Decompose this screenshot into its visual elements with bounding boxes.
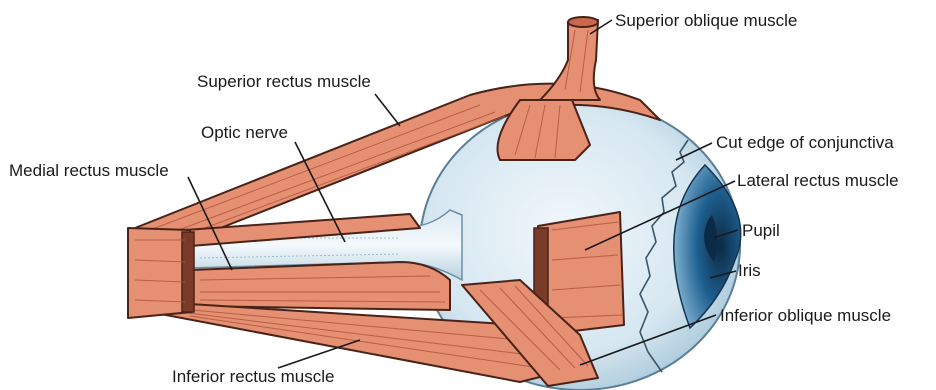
label-inferior-oblique-muscle: Inferior oblique muscle (720, 307, 891, 324)
muscle-apex-cut (128, 228, 194, 318)
leader-superior-rectus (375, 94, 400, 126)
label-cut-edge-of-conjunctiva: Cut edge of conjunctiva (716, 134, 894, 151)
label-optic-nerve: Optic nerve (201, 124, 288, 141)
label-lateral-rectus-muscle: Lateral rectus muscle (737, 172, 899, 189)
label-superior-oblique-muscle: Superior oblique muscle (615, 12, 797, 29)
label-inferior-rectus-muscle: Inferior rectus muscle (172, 368, 335, 385)
label-pupil: Pupil (742, 222, 780, 239)
label-iris: Iris (738, 262, 761, 279)
label-superior-rectus-muscle: Superior rectus muscle (197, 73, 371, 90)
label-medial-rectus-muscle: Medial rectus muscle (9, 162, 169, 179)
